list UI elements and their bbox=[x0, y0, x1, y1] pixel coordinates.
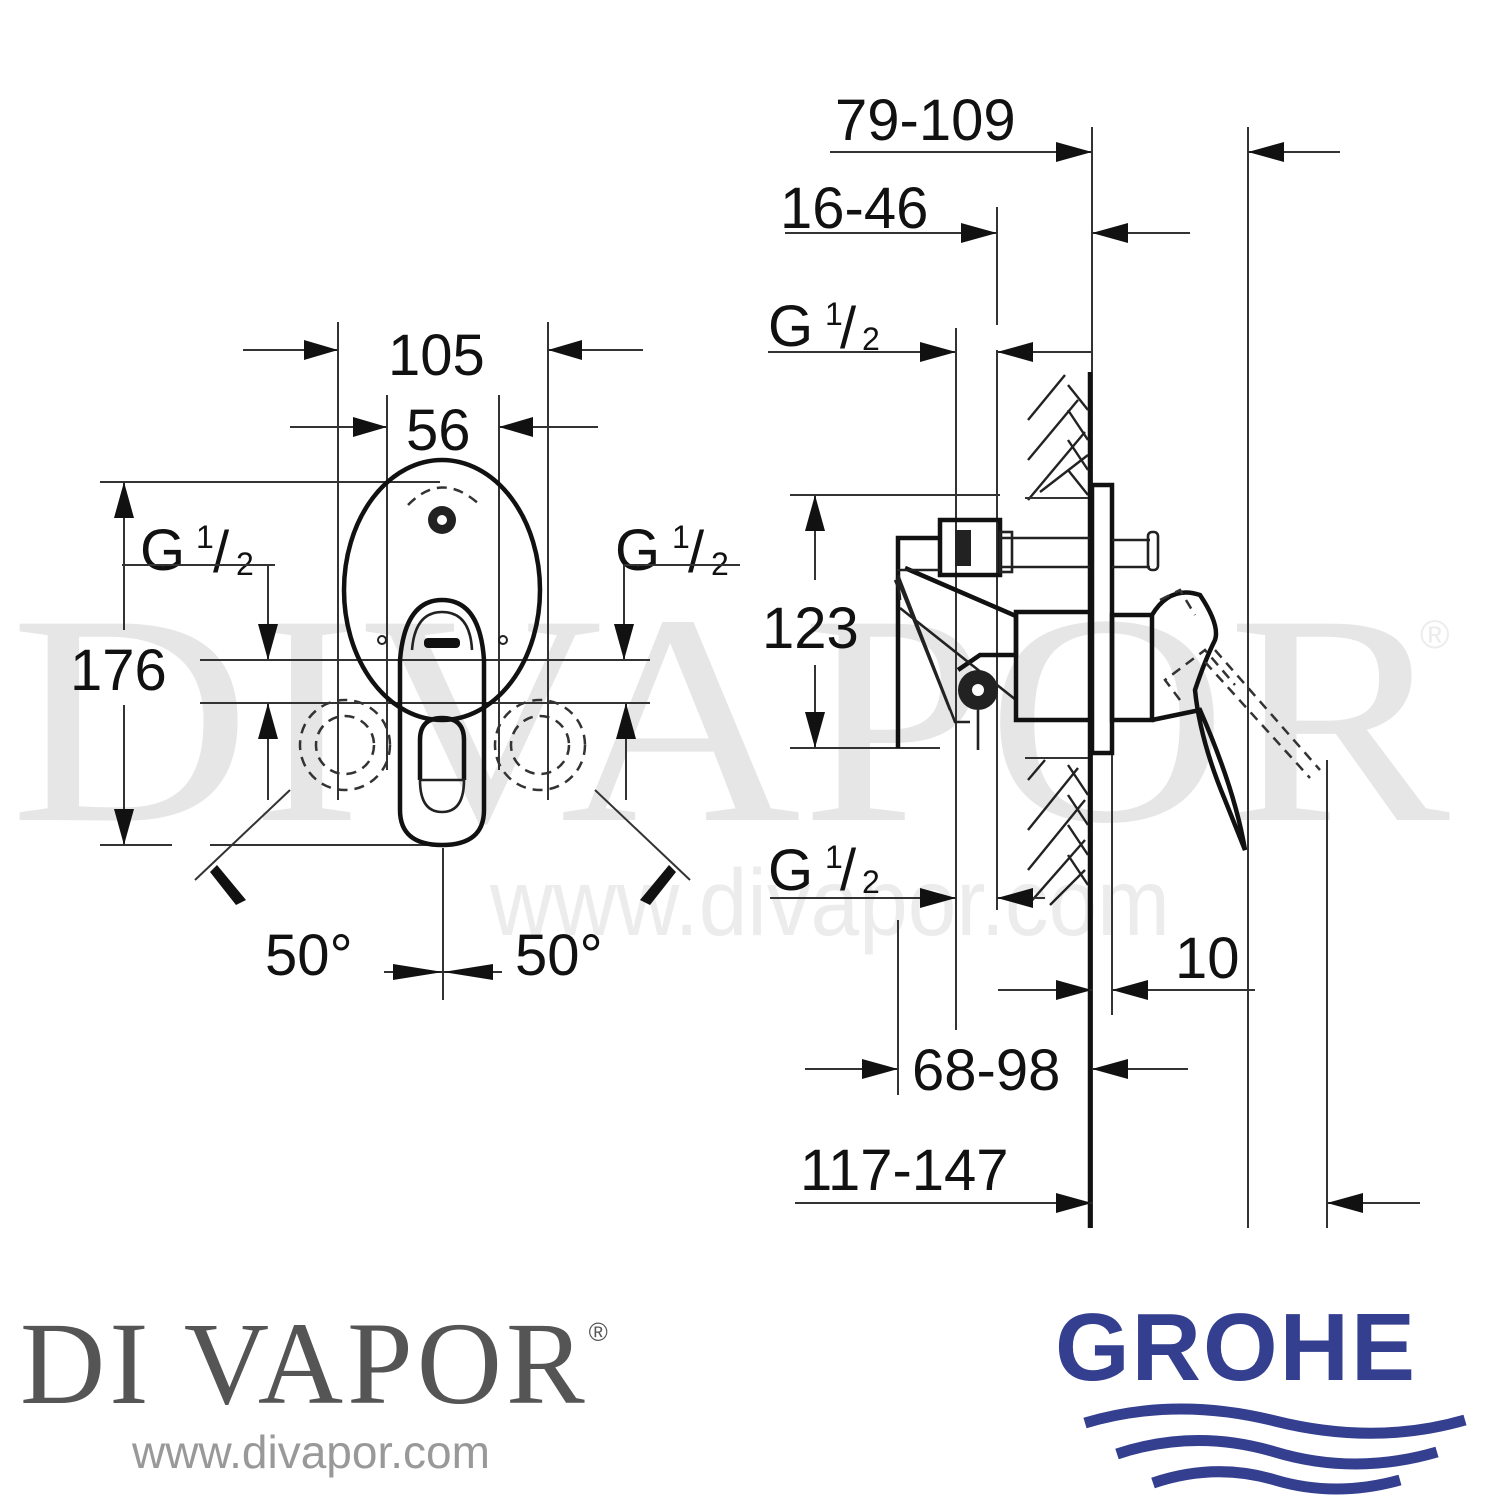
thread-bottom-letter: G bbox=[768, 838, 813, 903]
divapor-logo-text: DI VAPOR bbox=[20, 1298, 589, 1429]
thread-bottom-num: 1 bbox=[825, 839, 843, 875]
divapor-logo: DI VAPOR® www.divapor.com bbox=[20, 1305, 612, 1479]
watermark-text: DIVAPOR bbox=[10, 553, 1452, 885]
dim-depth-68-98: 68-98 bbox=[912, 1038, 1060, 1103]
thread-top-slash: / bbox=[840, 296, 857, 361]
dim-depth-16-46: 16-46 bbox=[780, 176, 928, 241]
dim-depth-79-109: 79-109 bbox=[835, 88, 1016, 153]
thread-left-slash: / bbox=[213, 520, 230, 585]
thread-left-letter: G bbox=[140, 518, 185, 583]
front-view: 105 56 176 G 1 / 2 bbox=[70, 322, 740, 1000]
side-view: 79-109 16-46 G 1 / 2 bbox=[762, 88, 1420, 1228]
divapor-logo-name: DI VAPOR® bbox=[20, 1305, 612, 1423]
dim-height-123: 123 bbox=[762, 596, 859, 661]
angle-left: 50° bbox=[265, 923, 353, 988]
watermark-url: www.divapor.com bbox=[489, 850, 1170, 956]
dim-height-overall: 176 bbox=[70, 638, 167, 703]
grohe-logo: GROHE bbox=[1055, 1300, 1495, 1501]
dim-plate-10: 10 bbox=[1175, 926, 1240, 991]
thread-bottom-slash: / bbox=[840, 838, 857, 903]
thread-top-den: 2 bbox=[862, 321, 880, 357]
grohe-waves-icon bbox=[1083, 1403, 1467, 1495]
thread-right-slash: / bbox=[688, 520, 705, 585]
thread-top-letter: G bbox=[768, 294, 813, 359]
thread-top-num: 1 bbox=[825, 296, 843, 332]
thread-right-letter: G bbox=[615, 518, 660, 583]
divapor-url: www.divapor.com bbox=[132, 1426, 490, 1478]
dim-width-overall: 105 bbox=[388, 323, 485, 388]
dim-width-inner: 56 bbox=[406, 398, 471, 463]
dim-depth-117-147: 117-147 bbox=[800, 1138, 1009, 1203]
thread-right-num: 1 bbox=[672, 519, 690, 555]
thread-left-num: 1 bbox=[196, 519, 214, 555]
thread-bottom-den: 2 bbox=[862, 864, 880, 900]
watermark: DIVAPOR ® www.divapor.com bbox=[10, 553, 1452, 956]
angle-right: 50° bbox=[515, 923, 603, 988]
watermark-reg: ® bbox=[1420, 613, 1449, 657]
divapor-reg-mark: ® bbox=[588, 1317, 612, 1347]
grohe-logo-text: GROHE bbox=[1055, 1294, 1418, 1401]
